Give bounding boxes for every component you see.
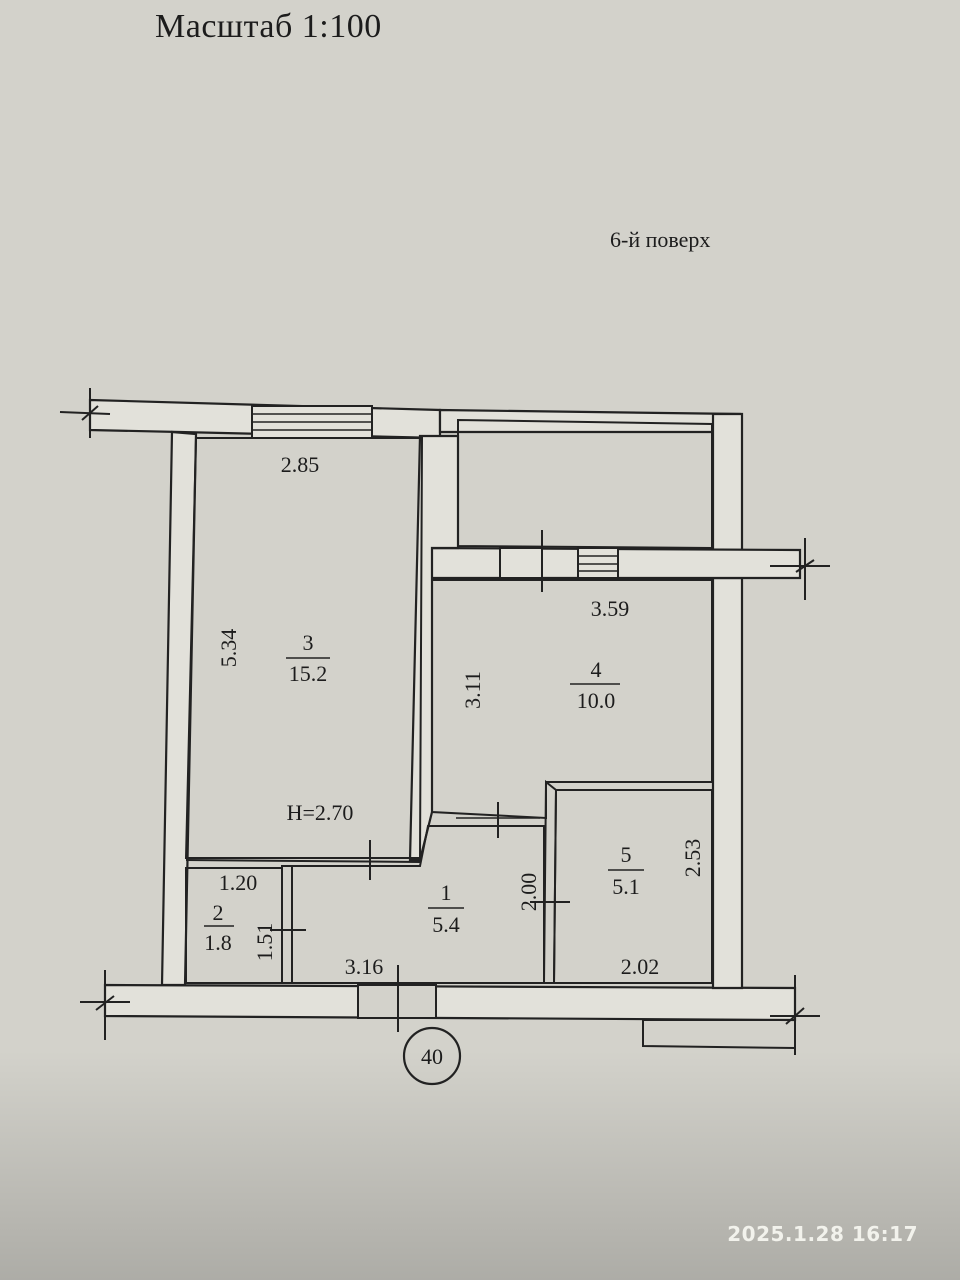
room-5-number: 5 [621,842,632,867]
dim-room2-length: 1.51 [252,923,277,962]
axis-marker-label: 40 [421,1044,443,1069]
floor-label: 6-й поверх [610,227,711,252]
room-4-label: 4 10.0 [570,657,620,713]
room-1-area: 5.4 [432,912,460,937]
room-5-label: 5 5.1 [608,842,644,899]
room-3-label: 3 15.2 [286,630,330,686]
wall-right-lower [711,576,744,990]
wall-left [160,430,198,987]
axis-break-right-mid [770,538,830,600]
dim-room2-width: 1.20 [219,870,258,895]
dim-room1-length: 2.00 [516,873,541,912]
dim-room4-width: 3.59 [591,596,630,621]
room-4-area: 10.0 [577,688,616,713]
room-4-number: 4 [591,657,602,682]
ceiling-height: H=2.70 [287,800,354,825]
entrance-door [357,965,437,1030]
room-2-number: 2 [213,900,224,925]
window-room3 [251,405,373,439]
window-room4 [577,547,619,579]
room-2-label: 2 1.8 [204,900,234,955]
photo-timestamp: 2025.1.28 16:17 [727,1222,918,1246]
dim-room5-width: 2.02 [621,954,660,979]
balcony-outline [457,418,713,550]
wall-room5-left [542,779,558,984]
axis-marker: 40 [397,1026,462,1086]
axis-break-top-left [59,388,111,438]
photo-shadow [0,1050,960,1280]
wall-balcony-right [711,412,744,552]
room-3-area: 15.2 [289,661,328,686]
balcony-door [499,530,543,592]
wall-room3-bottom [185,859,421,863]
wall-step-lower-right [642,1019,796,1050]
wall-room2-right [281,865,293,984]
dim-room3-length: 5.34 [216,629,241,668]
dim-room3-width: 2.85 [281,452,320,477]
room-1-number: 1 [441,880,452,905]
room-2-area: 1.8 [204,930,232,955]
axis-break-bottom-left [80,970,130,1040]
scale-title: Масштаб 1:100 [155,8,382,45]
wall-center [408,434,460,862]
dim-room4-length: 3.11 [460,671,485,709]
room-3-number: 3 [303,630,314,655]
room-5-area: 5.1 [612,874,640,899]
dim-room1-width: 3.16 [345,954,384,979]
dim-room5-length: 2.53 [680,839,705,878]
room-1-label: 1 5.4 [428,880,464,937]
wall-bottom [103,983,797,1022]
